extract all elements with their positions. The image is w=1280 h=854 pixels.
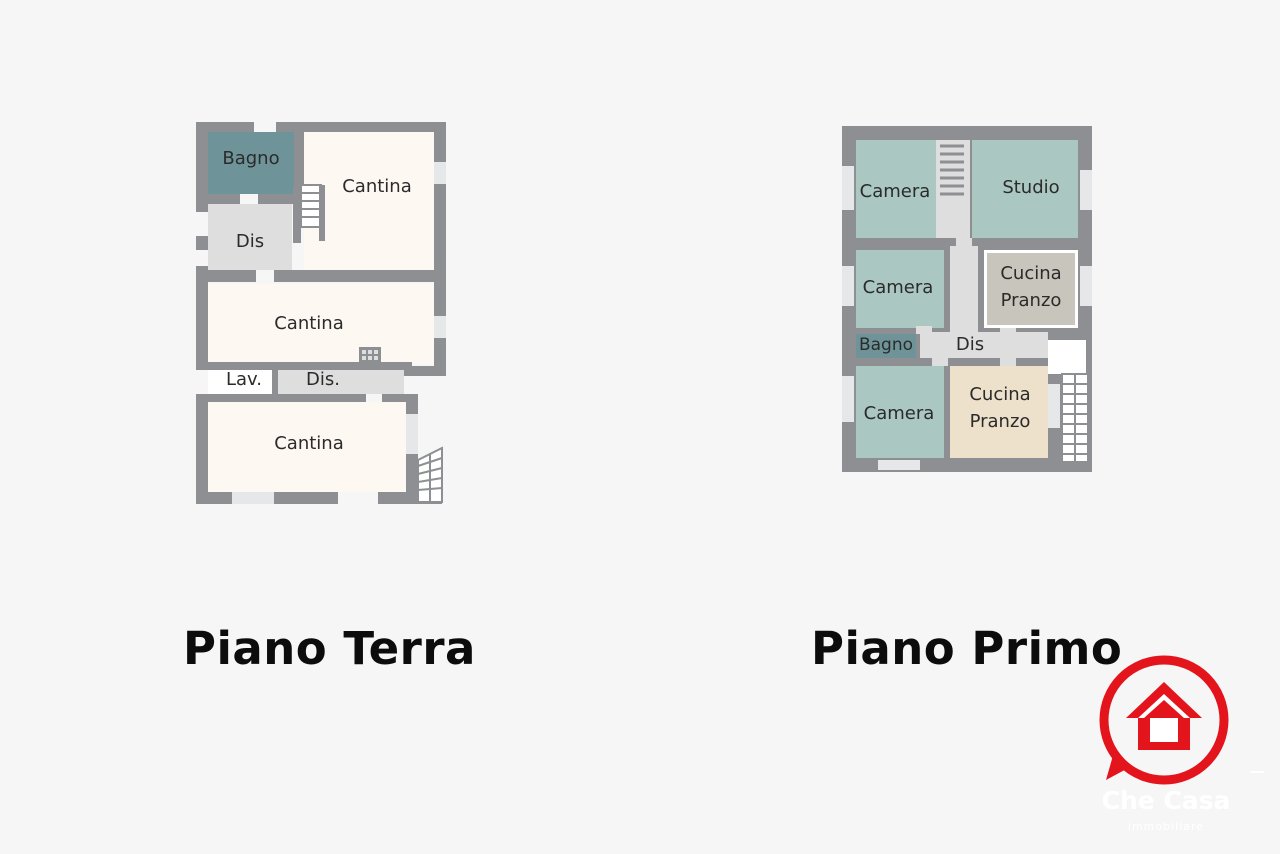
room-label-bagno: Bagno: [222, 148, 280, 169]
floor-title-piano-terra: Piano Terra: [183, 622, 476, 675]
logo-tagline: immobiliare: [1127, 820, 1205, 833]
stairs-icon: [293, 184, 325, 243]
wall: [272, 366, 278, 396]
window: [406, 414, 418, 454]
room-camera: [856, 140, 936, 238]
door-opening: [1000, 328, 1016, 334]
window: [1080, 170, 1092, 210]
window: [1048, 384, 1060, 428]
room-balcony: [1048, 340, 1086, 374]
door-opening: [916, 326, 932, 334]
room-camera: [856, 366, 944, 458]
wall: [196, 122, 446, 132]
door-opening: [338, 492, 378, 504]
door-opening: [932, 358, 948, 366]
room-lav: [208, 368, 272, 394]
room-label-camera: Camera: [862, 277, 934, 298]
window: [232, 492, 274, 504]
window: [434, 316, 446, 338]
stairs-icon: [417, 446, 443, 503]
vent-icon: [359, 347, 381, 363]
room-dis: [920, 332, 1048, 358]
logo-name: Che Casa: [1101, 786, 1231, 815]
window: [842, 376, 854, 422]
floor-plan-piano-primo: Camera Studio Camera Cucina Pranzo Bagno…: [842, 126, 1092, 472]
room-label-studio: Studio: [1002, 177, 1060, 198]
door-opening: [240, 194, 258, 204]
room-dis-top: [208, 204, 292, 270]
floor-title-piano-primo: Piano Primo: [811, 622, 1123, 675]
house-icon: [1099, 655, 1264, 785]
door-opening: [196, 370, 208, 394]
wall: [196, 394, 418, 402]
room-label-camera: Camera: [859, 181, 931, 202]
room-label-camera: Camera: [863, 403, 935, 424]
room-bagno: [856, 334, 916, 358]
room-label-dis: Dis: [955, 334, 985, 355]
wall: [404, 366, 446, 376]
wall: [294, 122, 304, 194]
room-label-dis: Dis.: [306, 369, 340, 390]
room-label-dis: Dis: [235, 231, 265, 252]
door-opening: [196, 250, 208, 266]
window: [1080, 266, 1092, 306]
room-studio: [972, 140, 1078, 238]
room-cucina: [950, 366, 1048, 458]
room-cantina-mid: [208, 284, 434, 364]
window: [434, 162, 446, 184]
room-label-cucina-pranzo: Cucina Pranzo: [969, 384, 1031, 432]
stairs-icon: [938, 140, 966, 200]
stairs-icon: [1061, 373, 1089, 463]
window: [842, 266, 854, 306]
floor-plan-piano-terra: Bagno Cantina Dis Cantina Lav. Dis. Cant…: [0, 0, 640, 600]
door-opening: [254, 122, 276, 132]
room-camera: [856, 250, 944, 328]
room-cucina: [984, 250, 1078, 328]
room-label-cucina-pranzo: Cucina Pranzo: [1000, 263, 1062, 311]
wall: [196, 362, 412, 370]
room-label-cantina: Cantina: [342, 176, 412, 197]
room-cantina-top: [304, 132, 434, 270]
room-label-cantina: Cantina: [274, 313, 344, 334]
door-opening: [196, 212, 208, 236]
door-opening: [956, 238, 972, 250]
door-opening: [366, 394, 382, 402]
window: [878, 460, 920, 470]
door-opening: [256, 270, 274, 282]
room-label-bagno: Bagno: [858, 335, 914, 355]
door-opening: [1000, 358, 1016, 366]
room-label-lav: Lav.: [225, 369, 263, 390]
window: [842, 166, 854, 210]
room-bagno: [208, 132, 294, 194]
room-cantina-bottom: [208, 402, 406, 492]
room-dis-mid: [278, 368, 404, 394]
room-label-cantina: Cantina: [274, 433, 344, 454]
wall: [434, 122, 446, 376]
